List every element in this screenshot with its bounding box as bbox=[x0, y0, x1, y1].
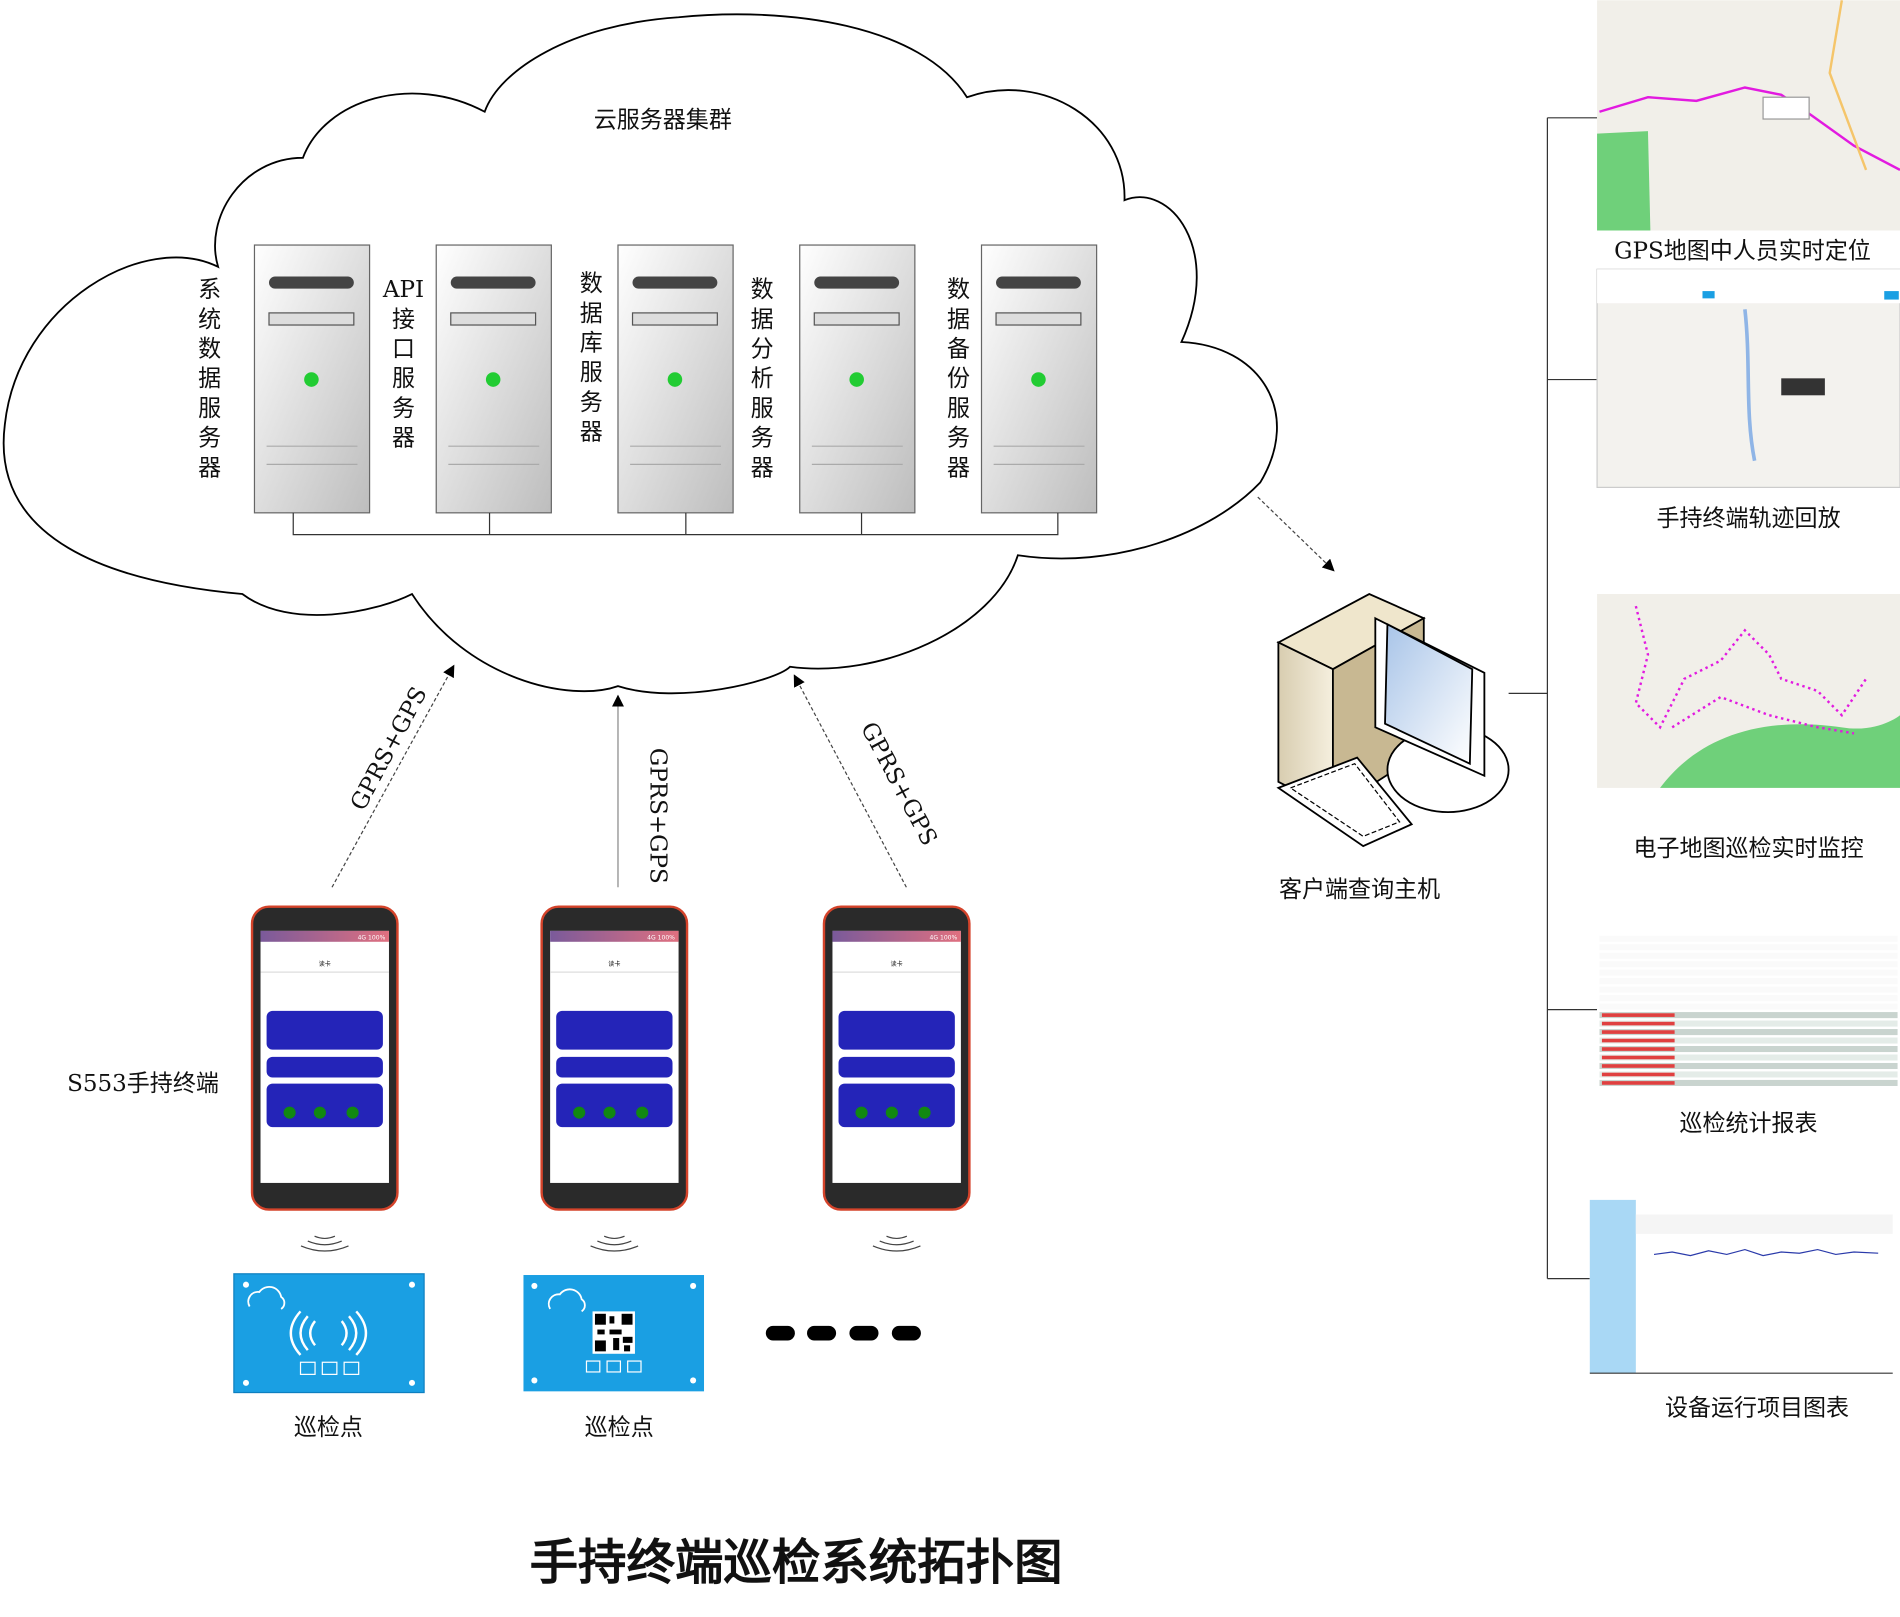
feature-bus-line bbox=[1546, 117, 1598, 1280]
cloud-logo-icon bbox=[547, 1288, 586, 1313]
nfc-signal-icon bbox=[590, 1235, 639, 1252]
thumbnail-track-playback-map bbox=[1596, 268, 1900, 488]
status-bar-text: 4G 100% bbox=[358, 934, 386, 941]
status-led-icon bbox=[1031, 372, 1046, 387]
link-label-middle: GPRS+GPS bbox=[645, 748, 671, 884]
nfc-signal-icon bbox=[300, 1235, 349, 1252]
server-3 bbox=[617, 244, 734, 514]
cloud-title: 云服务器集群 bbox=[594, 108, 732, 134]
server-label: 数据库服务器 bbox=[580, 271, 603, 445]
server-label: 数据备份服务器 bbox=[947, 277, 970, 481]
handheld-terminal-3: 4G 100% 读卡 bbox=[822, 905, 971, 1211]
nfc-signal-icon bbox=[872, 1235, 921, 1252]
qr-code-icon bbox=[592, 1311, 635, 1354]
client-label: 客户端查询主机 bbox=[1279, 877, 1440, 903]
status-led-icon bbox=[304, 372, 319, 387]
checkpoint-label-2: 巡检点 bbox=[585, 1415, 654, 1441]
server-label: 数据分析服务器 bbox=[751, 277, 774, 481]
status-bar-text: 4G 100% bbox=[930, 934, 958, 941]
screen-title: 读卡 bbox=[319, 960, 331, 968]
diagram-title: 手持终端巡检系统拓扑图 bbox=[530, 1535, 1063, 1591]
link-arrow-left bbox=[331, 664, 455, 888]
server-bus-line bbox=[292, 512, 1059, 536]
cloud-logo-icon bbox=[247, 1285, 286, 1310]
server-1 bbox=[253, 244, 371, 514]
screen-title: 读卡 bbox=[891, 960, 903, 968]
checkpoint-tag-nfc bbox=[233, 1273, 425, 1394]
thumbnail-statistics-report bbox=[1597, 927, 1900, 1091]
status-bar-text: 4G 100% bbox=[647, 934, 675, 941]
handheld-terminal-2: 4G 100% 读卡 bbox=[540, 905, 689, 1211]
status-led-icon bbox=[485, 372, 501, 387]
checkpoint-tag-qr bbox=[523, 1275, 705, 1392]
link-arrow-client bbox=[1257, 496, 1335, 572]
status-led-icon bbox=[667, 372, 683, 387]
terminal-label: S553手持终端 bbox=[67, 1071, 219, 1097]
thumbnail-inspection-monitor-map bbox=[1597, 594, 1900, 788]
screen-title: 读卡 bbox=[608, 960, 620, 968]
feature-label-track-playback: 手持终端轨迹回放 bbox=[1656, 506, 1840, 532]
thumbnail-equipment-chart bbox=[1589, 1187, 1893, 1374]
thumbnail-gps-realtime-map bbox=[1597, 0, 1900, 231]
server-label: 系统数据服务器 bbox=[198, 277, 221, 481]
server-4 bbox=[799, 244, 916, 514]
link-label-right: GPRS+GPS bbox=[855, 718, 942, 850]
client-computer-icon bbox=[1276, 593, 1510, 848]
handheld-terminal-1: 4G 100% 读卡 bbox=[250, 905, 399, 1211]
feature-label-inspection-monitor: 电子地图巡检实时监控 bbox=[1633, 836, 1863, 862]
link-label-left: GPRS+GPS bbox=[346, 683, 433, 815]
ellipsis-more-icon bbox=[765, 1325, 921, 1341]
status-led-icon bbox=[849, 372, 864, 387]
nfc-icon bbox=[289, 1310, 368, 1356]
server-2 bbox=[435, 244, 552, 514]
feature-label-equipment-chart: 设备运行项目图表 bbox=[1665, 1396, 1849, 1422]
checkpoint-label-1: 巡检点 bbox=[294, 1415, 363, 1441]
feature-label-statistics-report: 巡检统计报表 bbox=[1679, 1111, 1817, 1137]
server-5 bbox=[980, 244, 1098, 514]
feature-label-gps-realtime: GPS地图中人员实时定位 bbox=[1614, 238, 1871, 264]
link-arrow-right bbox=[793, 674, 907, 888]
